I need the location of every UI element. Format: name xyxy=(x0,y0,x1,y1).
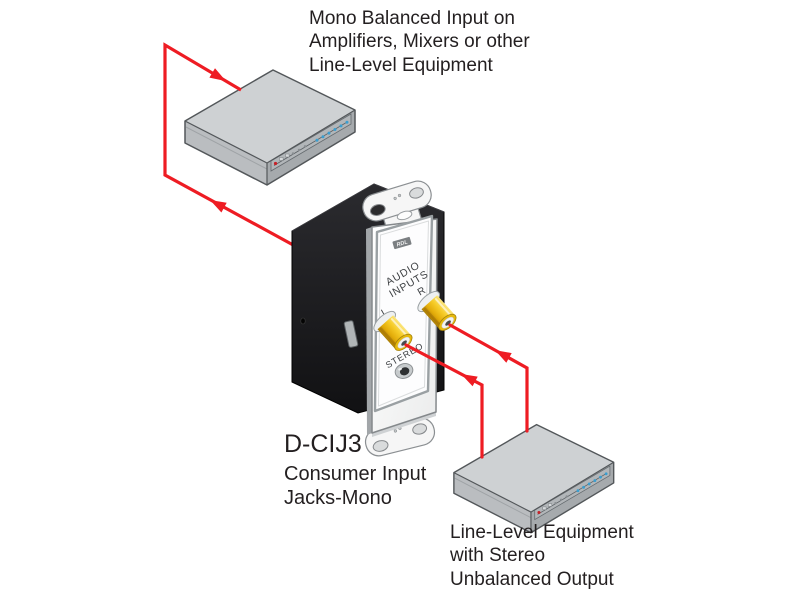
arrowhead-into-left-jack xyxy=(461,374,478,387)
bottom-caption: Line-Level Equipment with Stereo Unbalan… xyxy=(450,521,634,591)
top-caption: Mono Balanced Input on Amplifiers, Mixer… xyxy=(309,7,530,77)
top-caption-line: Mono Balanced Input on xyxy=(309,8,515,29)
ear-screw-hole xyxy=(369,204,386,216)
wall-plate-assembly: RDL AUDIO INPUTS L R STERE xyxy=(291,180,463,457)
wire-plate-to-amplifier xyxy=(163,42,296,248)
arrowhead-to-corner xyxy=(210,200,227,213)
product-name-line: Jacks-Mono xyxy=(284,487,392,509)
brand-badge: RDL xyxy=(392,236,412,250)
left-jack-label: L xyxy=(380,306,391,319)
amplifier-device xyxy=(184,69,356,186)
brand-label: RDL xyxy=(396,239,409,248)
ear-slot xyxy=(396,210,413,221)
source-device xyxy=(453,423,615,534)
product-label: D-CIJ3 Consumer Input Jacks-Mono xyxy=(284,430,426,510)
bottom-caption-line: with Stereo xyxy=(450,545,546,567)
ear-screw-hole xyxy=(372,440,389,452)
box-side-tab xyxy=(343,320,359,348)
bottom-caption-line: Unbalanced Output xyxy=(450,568,614,590)
product-model: D-CIJ3 xyxy=(284,430,362,458)
top-caption-line: Line-Level Equipment xyxy=(309,54,493,76)
ear-screw-hole xyxy=(409,187,424,199)
box-screw-hole xyxy=(300,317,306,325)
arrowhead-into-right-jack xyxy=(495,350,512,363)
arrowhead-into-amplifier xyxy=(209,68,226,82)
right-jack-label: R xyxy=(416,285,428,298)
insert-module xyxy=(373,214,434,413)
bottom-caption-line: Line-Level Equipment xyxy=(450,522,634,543)
wire-right-jack-to-source xyxy=(448,323,529,433)
product-name-line: Consumer Input xyxy=(284,463,427,485)
wire-left-jack-to-source xyxy=(404,343,484,459)
ear-screw-hole xyxy=(412,423,428,435)
top-caption-line: Amplifiers, Mixers or other xyxy=(309,31,530,53)
stereo-mini-jack xyxy=(394,363,414,379)
